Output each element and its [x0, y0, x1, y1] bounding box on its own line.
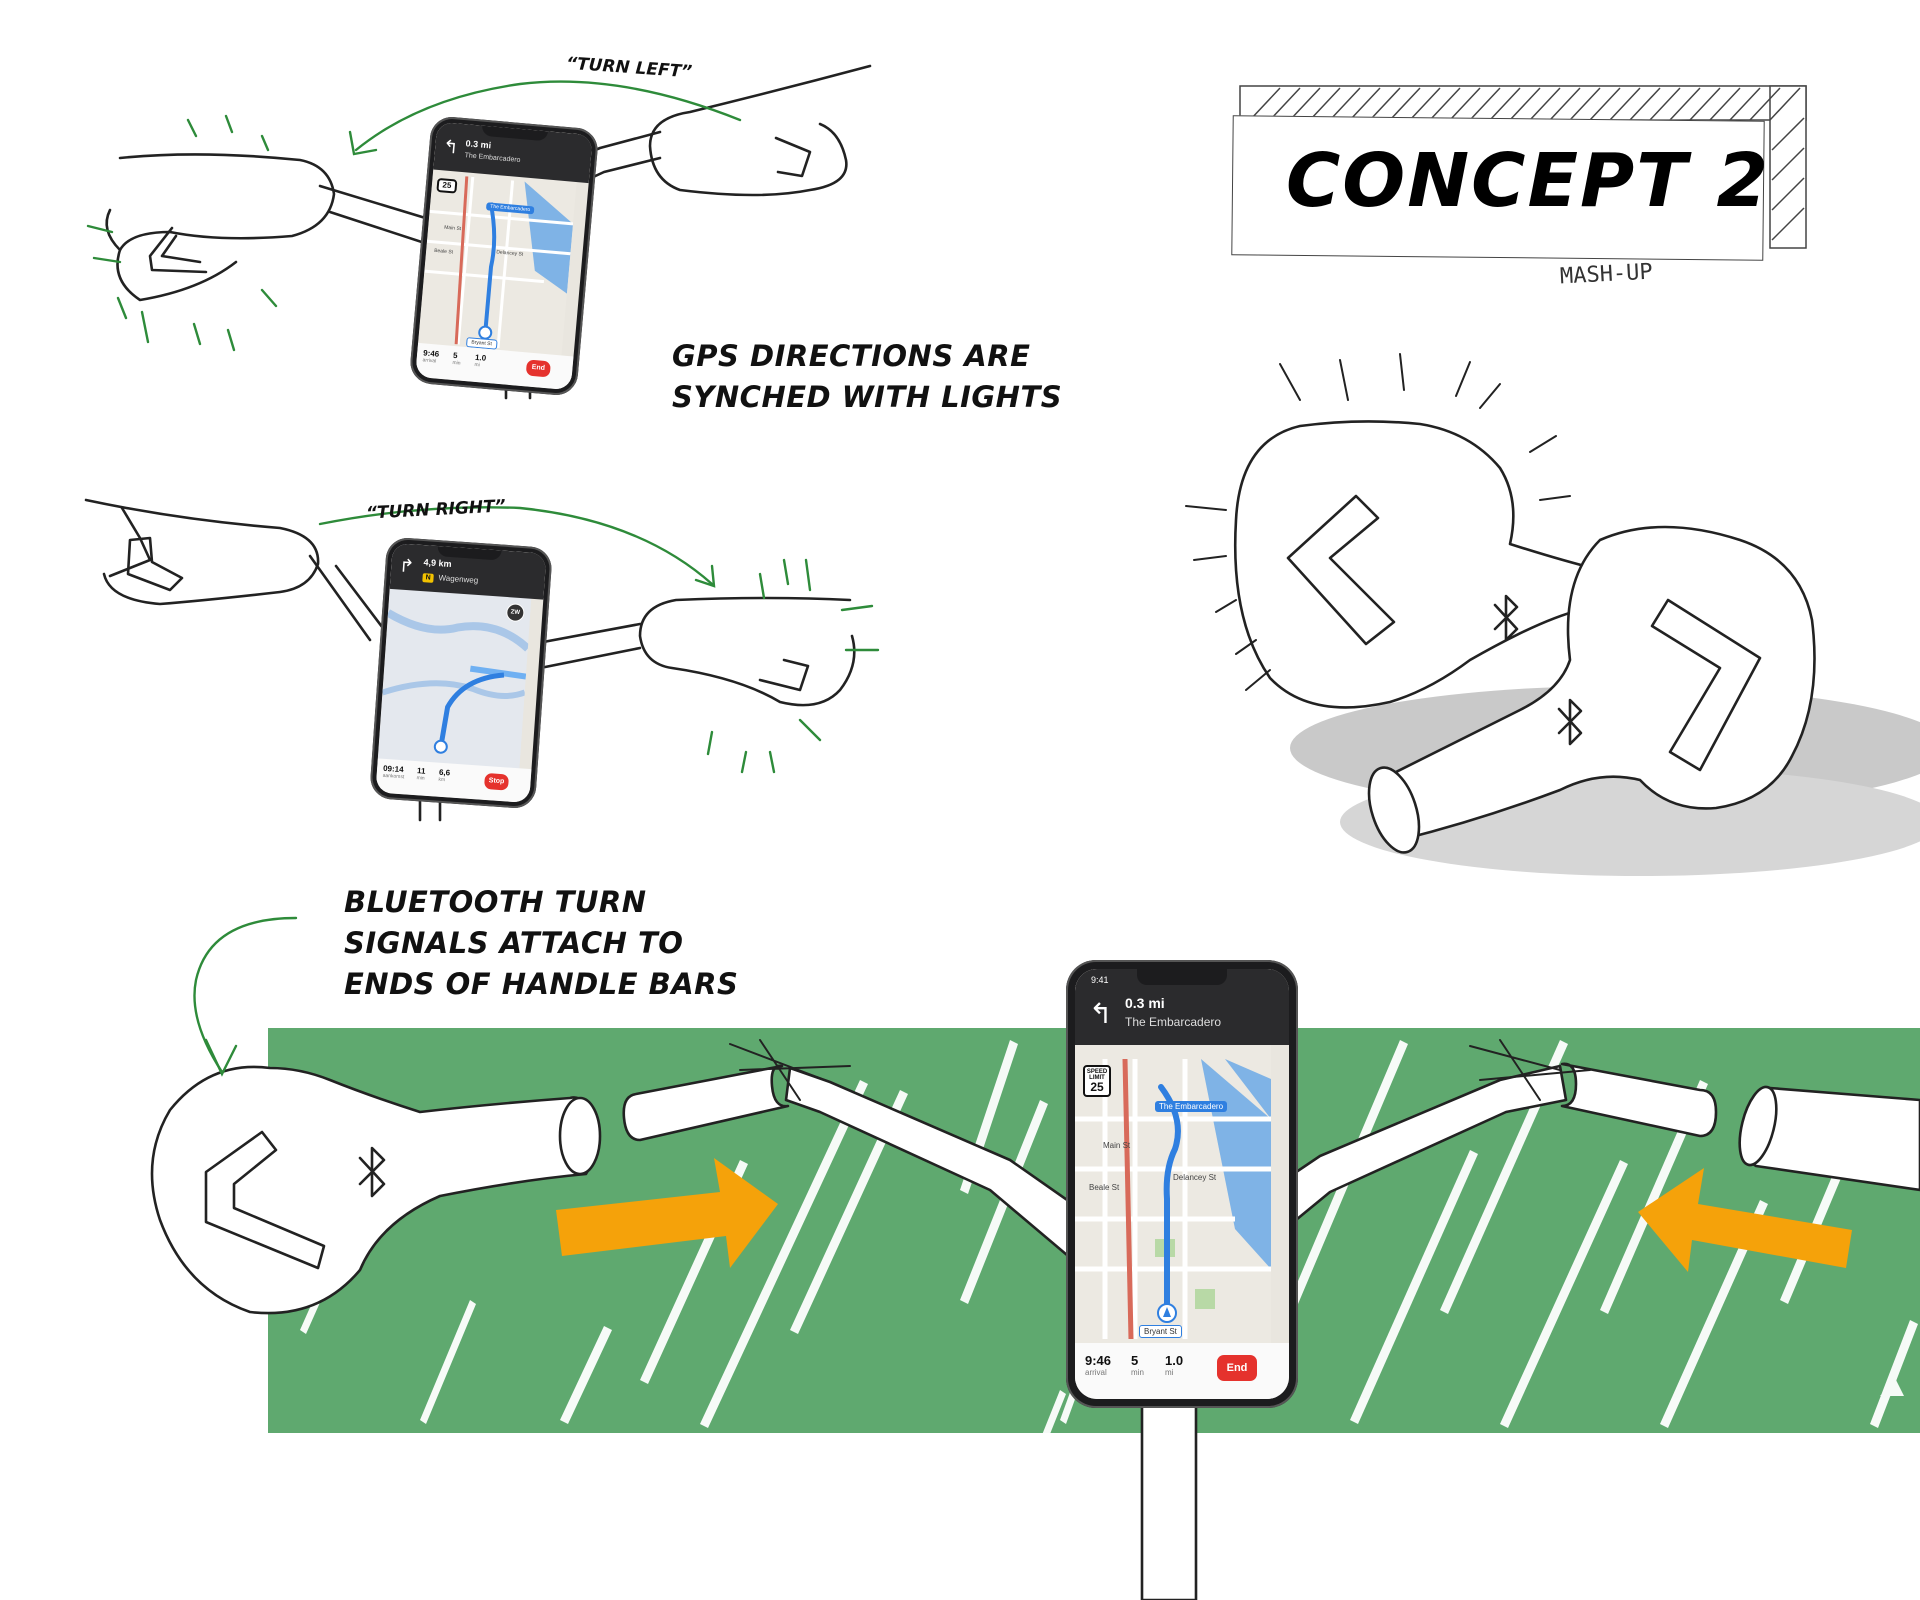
stat-arrival: 9:46 arrival: [1085, 1353, 1112, 1377]
phone-middle-left-screen: ↱ 4,9 km N Wagenweg ZW 09:14 aankomst 11…: [375, 542, 547, 804]
caption-bluetooth: BLUETOOTH TURN SIGNALS ATTACH TO ENDS OF…: [344, 885, 739, 1001]
stat-minutes-small-2: 11 min: [416, 766, 426, 782]
nav-distance-small: 0.3 mi: [465, 138, 492, 151]
concept-box-hatch: [1239, 85, 1807, 249]
stat-minutes: 5 min: [1131, 1353, 1144, 1377]
concept-title: CONCEPT 2: [1286, 138, 1770, 224]
turn-left-icon: ↰: [442, 136, 460, 158]
caption-gps-sync: GPS DIRECTIONS ARE SYNCHED WITH LIGHTS: [672, 339, 1063, 414]
chevron-arrow-icon: [1286, 494, 1396, 646]
end-route-button-small[interactable]: End: [525, 359, 551, 378]
end-route-button[interactable]: End: [1217, 1355, 1257, 1381]
phone-middle-left: ↱ 4,9 km N Wagenweg ZW 09:14 aankomst 11…: [369, 536, 553, 810]
map-view-small[interactable]: 25 The Embarcadero Main St Beale St Dela…: [415, 121, 593, 391]
nav-distance: 0.3 mi: [1125, 995, 1165, 1011]
status-time: 9:41: [1091, 975, 1109, 985]
phone-main-screen: SPEED LIMIT 25 The Embarcadero Main St B…: [1075, 969, 1289, 1399]
callout-arrow: [193, 916, 298, 1074]
stop-route-button[interactable]: Stop: [483, 772, 510, 791]
stem: [1140, 1378, 1198, 1600]
orange-arrow-right: [556, 1158, 778, 1268]
phone-main: SPEED LIMIT 25 The Embarcadero Main St B…: [1066, 960, 1298, 1408]
stat-minutes-small: 5 min: [452, 350, 461, 367]
bluetooth-icon: [1557, 698, 1583, 746]
turn-left-icon: ↰: [1089, 998, 1113, 1029]
left-grip: [622, 1064, 790, 1142]
turn-right-icon: ↱: [398, 555, 416, 577]
road-badge: N: [422, 573, 434, 583]
speed-limit-sign: SPEED LIMIT 25: [1083, 1065, 1111, 1097]
map-label-delancey-st: Delancey St: [1173, 1173, 1217, 1182]
nav-street-small-2: Wagenweg: [438, 573, 479, 585]
stat-arrival-small: 9:46 arrival: [422, 348, 440, 365]
map-label-bryant-st: Bryant St: [1139, 1325, 1182, 1338]
map-label-beale-st: Beale St: [1089, 1183, 1120, 1192]
orange-arrow-icon: [556, 1158, 1852, 1272]
bluetooth-icon: [1493, 594, 1519, 642]
turn-signal-pod-left-bottom: [150, 1065, 602, 1315]
bluetooth-icon: [358, 1146, 386, 1198]
phone-top-left-screen: 25 The Embarcadero Main St Beale St Dela…: [415, 121, 593, 391]
chevron-arrow-icon: [204, 1130, 326, 1270]
map-view-small-2[interactable]: [375, 542, 546, 803]
stat-arrival-small-2: 09:14 aankomst: [382, 763, 405, 781]
map-label-embarcadero: The Embarcadero: [1155, 1101, 1228, 1112]
stat-km-small-2: 6,6 km: [438, 767, 451, 784]
notch: [1137, 969, 1227, 985]
chevron-arrow-icon: [1650, 598, 1762, 772]
nav-street: The Embarcadero: [1125, 1015, 1222, 1029]
left-bar-tube: [784, 1066, 1112, 1268]
trip-summary-bar: 9:46 arrival 5 min 1.0 mi End: [1075, 1343, 1289, 1399]
concept-subtitle: MASH-UP: [1559, 259, 1654, 290]
nav-header: 9:41 ↰ 0.3 mi The Embarcadero: [1075, 969, 1289, 1045]
speed-limit-sign-small: 25: [436, 177, 458, 194]
right-grip: [1560, 1062, 1718, 1138]
stat-miles: 1.0 mi: [1165, 1353, 1184, 1377]
handlebar-illustration: [622, 1039, 1920, 1600]
nav-street-small: The Embarcadero: [464, 152, 521, 165]
phone-top-left: 25 The Embarcadero Main St Beale St Dela…: [408, 115, 600, 397]
stat-miles-small: 1.0 mi: [474, 352, 487, 369]
map-label-main-st: Main St: [1103, 1141, 1131, 1150]
nav-distance-small-2: 4,9 km: [423, 557, 452, 570]
signal-pods-closeup: [1185, 353, 1920, 876]
orange-arrow-left: [1638, 1168, 1852, 1272]
